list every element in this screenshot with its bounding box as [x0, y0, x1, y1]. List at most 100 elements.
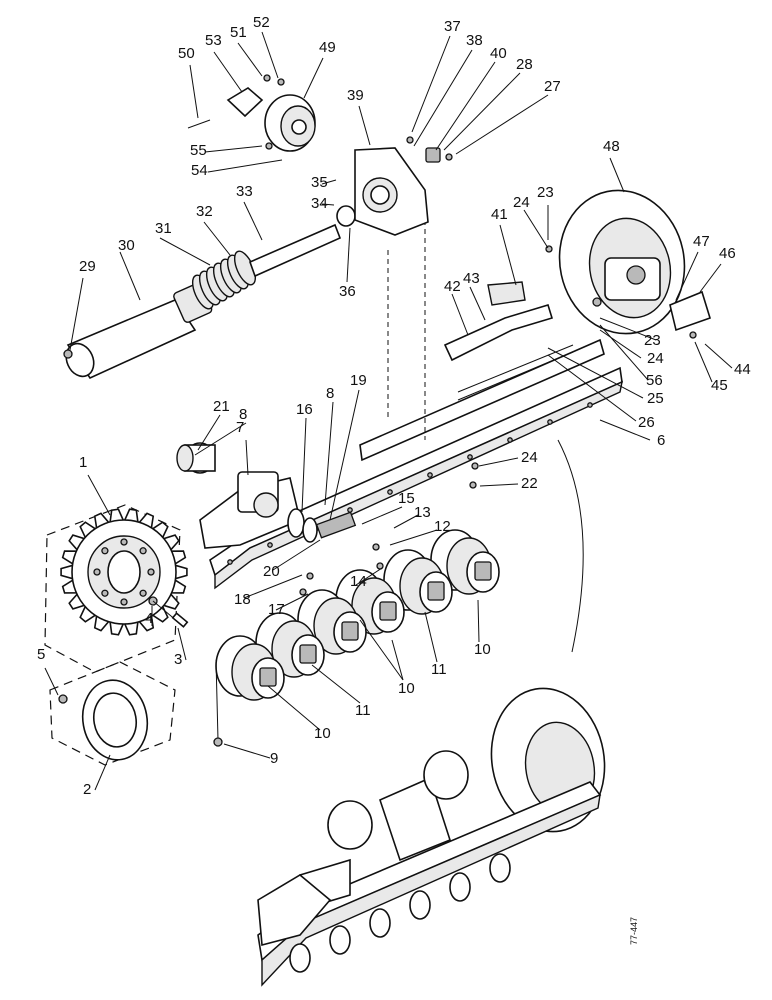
callout-11b: 11: [355, 702, 371, 719]
callout-29: 29: [79, 258, 96, 275]
sprocket-bolt-hole: [120, 538, 128, 546]
leader-line: [435, 61, 496, 151]
callout-34: 34: [311, 195, 328, 212]
leader-line: [411, 35, 451, 133]
leader-line: [469, 286, 486, 321]
leader-line: [699, 263, 722, 293]
callout-5: 5: [37, 646, 45, 663]
leader-line: [358, 105, 371, 146]
frame-hole: [547, 419, 553, 425]
leader-line: [424, 611, 438, 663]
callout-8b: 8: [326, 385, 334, 402]
leader-line: [69, 277, 84, 351]
assembled-track-frame-drawing: [257, 687, 606, 987]
callout-46: 46: [719, 245, 736, 262]
leader-line: [355, 567, 383, 586]
frame-hole: [227, 559, 233, 565]
frame-hole: [267, 542, 273, 548]
leader-line: [87, 474, 111, 516]
leader-line: [267, 685, 321, 731]
frame-hole: [587, 402, 593, 408]
callout-43: 43: [463, 270, 480, 287]
callout-24c: 24: [521, 449, 538, 466]
roller-end-block: [259, 667, 277, 687]
callout-23b: 23: [644, 332, 661, 349]
leader-line: [324, 401, 334, 506]
leader-line: [599, 329, 642, 359]
leader-line: [499, 224, 517, 286]
leader-line: [675, 251, 699, 301]
sprocket-bolt-hole: [139, 547, 147, 555]
leader-line: [44, 667, 59, 696]
callout-49: 49: [319, 39, 336, 56]
small-hardware-drawing: [213, 543, 384, 747]
idler-wheel-drawing: [443, 189, 711, 653]
leader-line: [189, 64, 199, 119]
leader-lines: [44, 31, 733, 791]
bottom-roller: [449, 872, 471, 902]
leader-line: [237, 42, 263, 77]
track-rollers-drawing: [215, 529, 500, 701]
leader-line: [197, 414, 221, 451]
flange-drawing: [49, 661, 176, 766]
frame-hole: [427, 472, 433, 478]
callout-12: 12: [434, 518, 451, 535]
leader-line: [599, 317, 657, 341]
callout-39: 39: [347, 87, 364, 104]
callout-37: 37: [444, 18, 461, 35]
callout-41: 41: [491, 206, 508, 223]
callout-47: 47: [693, 233, 710, 250]
callout-30: 30: [118, 237, 135, 254]
callout-11a: 11: [431, 661, 447, 678]
callout-27: 27: [544, 78, 561, 95]
callout-9: 9: [270, 750, 278, 767]
leader-line: [694, 341, 713, 383]
recoil-cylinder-drawing: [63, 205, 356, 380]
leader-line: [443, 72, 521, 151]
callout-54: 54: [191, 162, 208, 179]
callout-10a: 10: [474, 641, 491, 658]
leader-line: [455, 94, 549, 155]
callout-32: 32: [196, 203, 213, 220]
roller-end-block: [427, 581, 445, 601]
callout-56: 56: [646, 372, 663, 389]
drawing-reference: 77-447: [629, 917, 639, 945]
leader-line: [321, 203, 335, 206]
callout-8a: 8: [239, 406, 247, 423]
callout-1: 1: [79, 454, 87, 471]
leader-line: [207, 159, 283, 173]
callout-50: 50: [178, 45, 195, 62]
leader-line: [204, 145, 263, 153]
leader-line: [547, 347, 644, 399]
leader-line: [391, 639, 404, 681]
callout-36: 36: [339, 283, 356, 300]
leader-line: [609, 157, 625, 193]
callout-19: 19: [350, 372, 367, 389]
yoke-block-drawing: [354, 136, 453, 236]
callout-10b: 10: [398, 680, 415, 697]
leader-line: [547, 354, 637, 422]
leader-line: [361, 506, 403, 525]
sprocket-bolt-hole: [147, 568, 155, 576]
leader-line: [119, 251, 141, 301]
leader-line: [523, 209, 549, 249]
leader-line: [599, 419, 651, 441]
callout-31: 31: [155, 220, 172, 237]
sprocket-phantom-box: [44, 504, 181, 673]
leader-line: [477, 599, 480, 643]
callout-10c: 10: [314, 725, 331, 742]
flange-phantom-box: [49, 661, 176, 766]
leader-line: [177, 627, 187, 661]
bottom-roller: [369, 908, 391, 938]
bottom-roller: [289, 943, 311, 973]
frame-hole: [387, 489, 393, 495]
callout-14: 14: [350, 573, 367, 590]
leader-line: [346, 227, 351, 283]
callout-7: 7: [236, 419, 244, 436]
callout-20: 20: [263, 563, 280, 580]
callout-17: 17: [268, 601, 285, 618]
leader-line: [704, 343, 733, 369]
callout-48: 48: [603, 138, 620, 155]
callout-4: 4: [145, 610, 153, 627]
